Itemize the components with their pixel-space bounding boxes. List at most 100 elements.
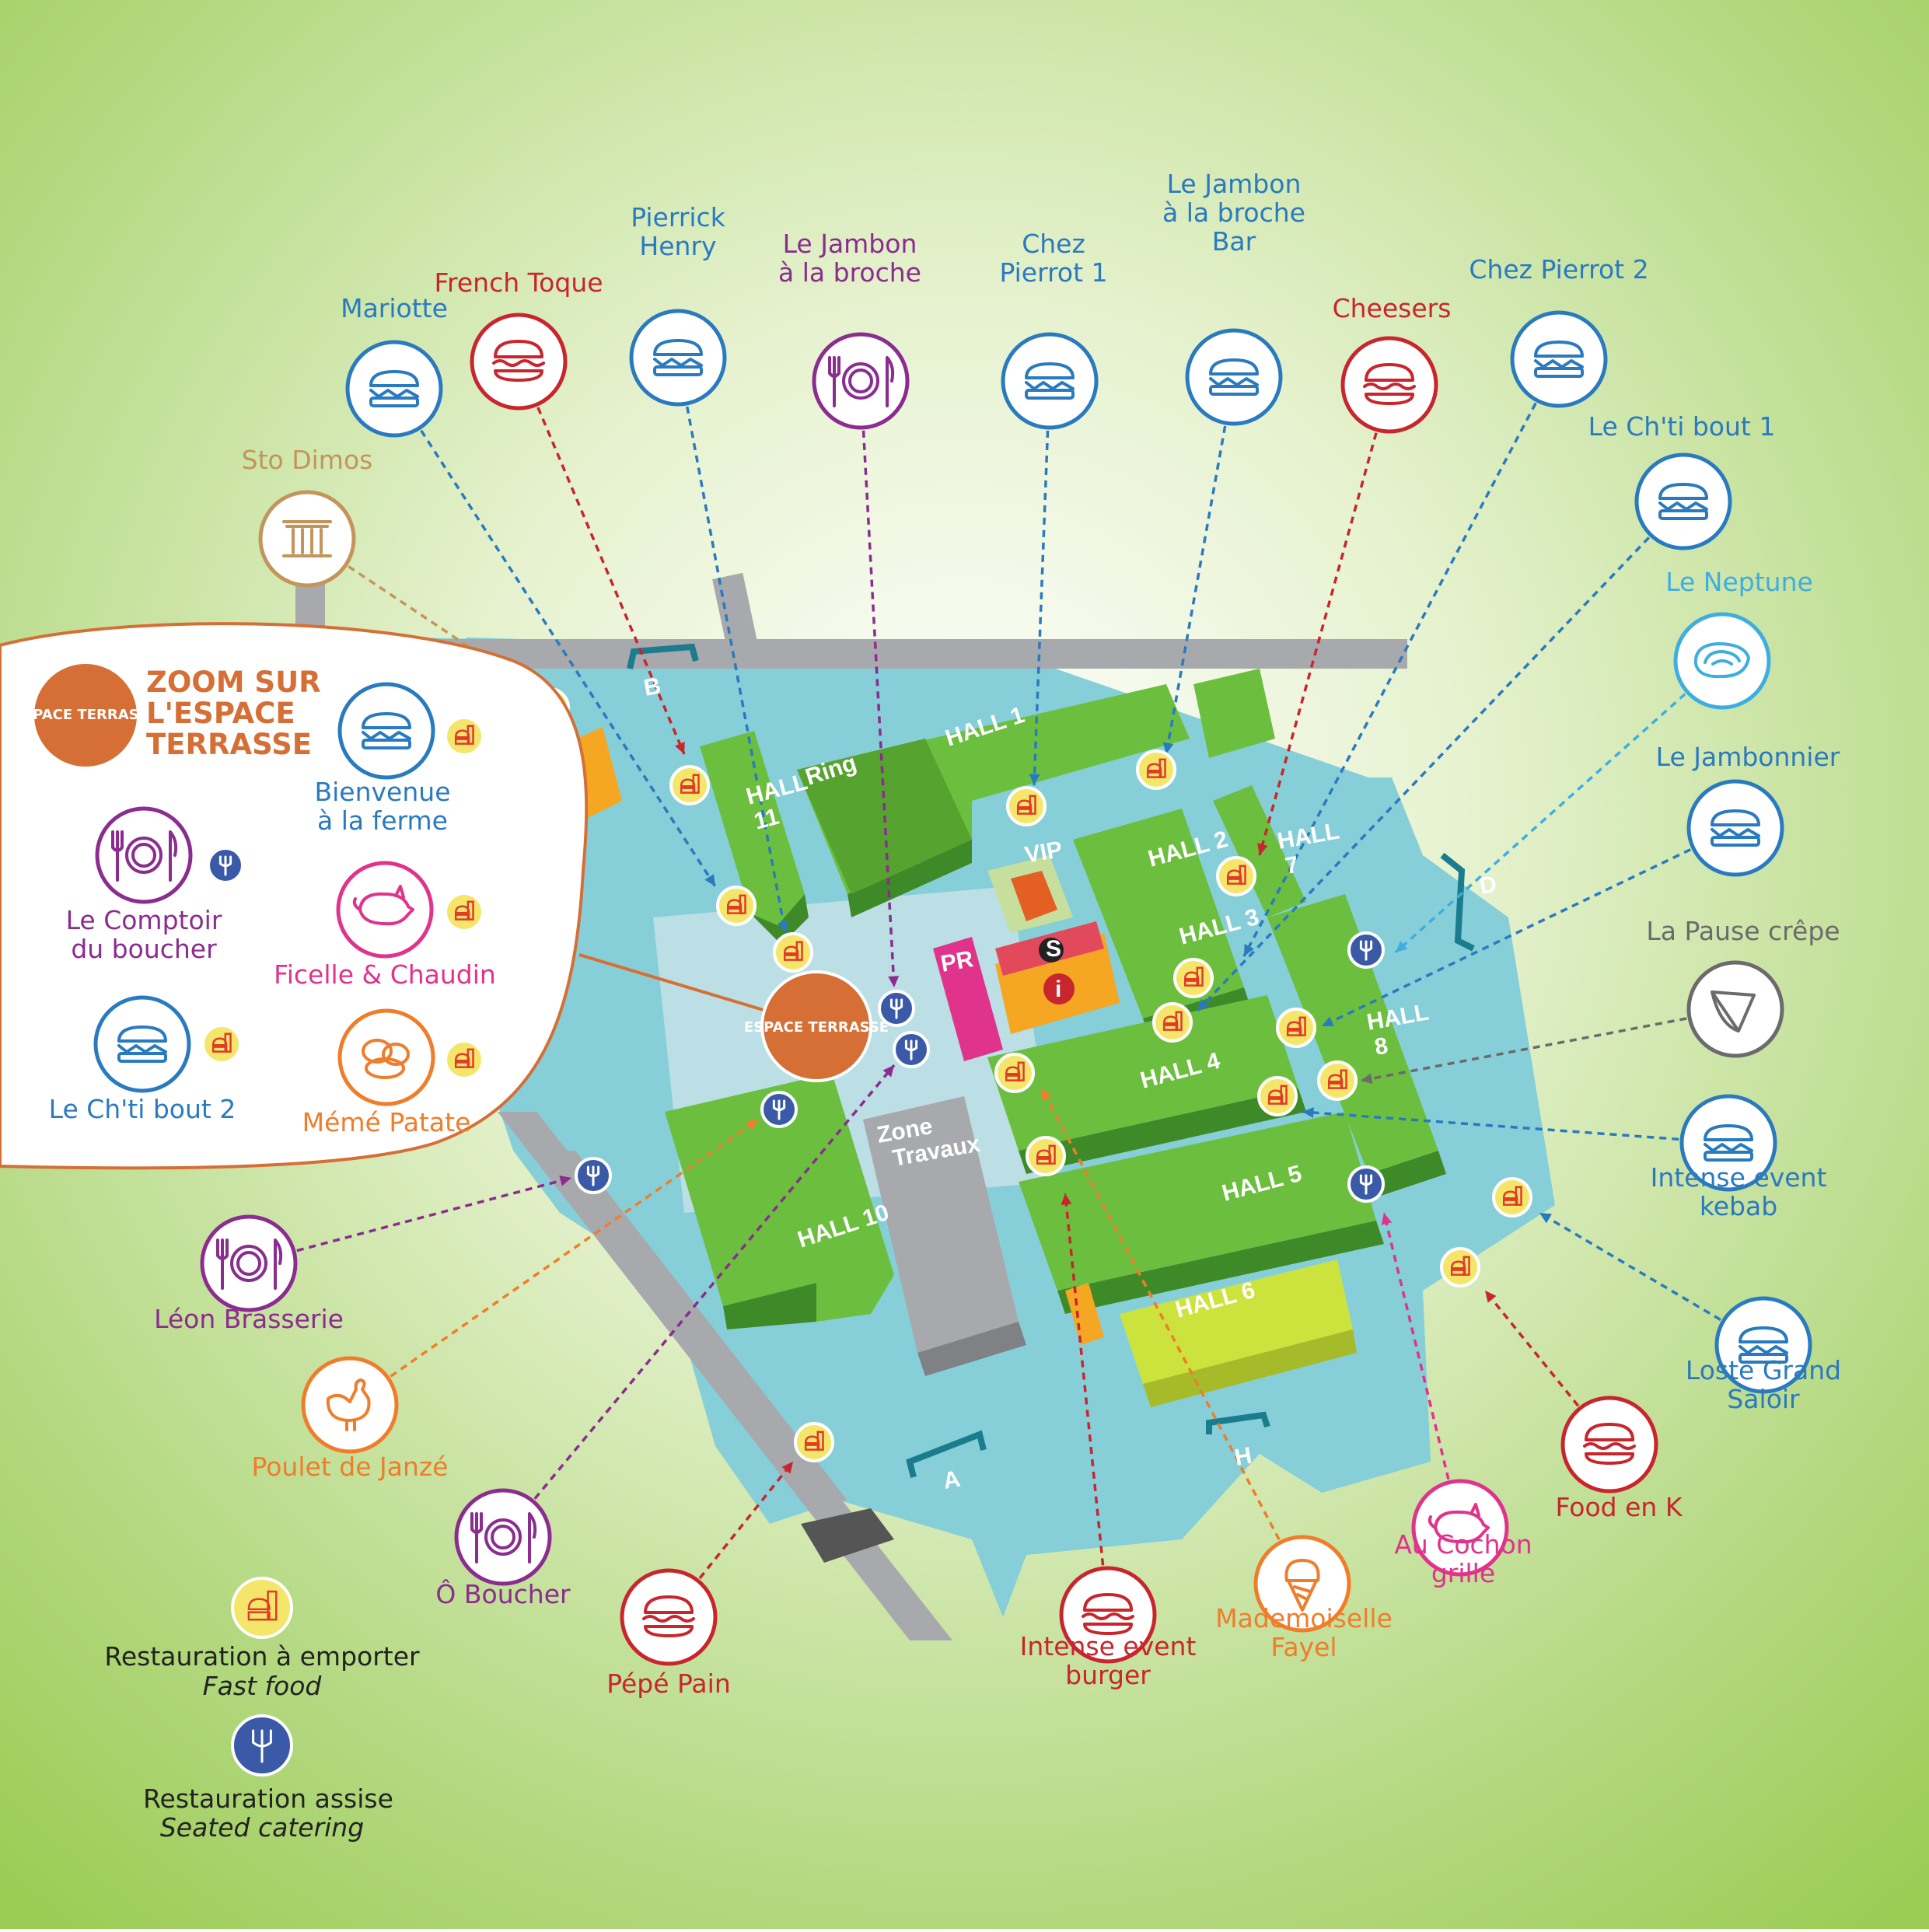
fast-food-badge [231,1577,293,1639]
restaurant-le-neptune[interactable]: Le Neptune [1665,567,1813,710]
restaurant-disc [1001,332,1099,430]
fast-food-badge [1152,1002,1193,1043]
restaurant-name: Pierrick [631,202,726,232]
restaurant-name: Bar [1212,226,1256,257]
restaurant-name: Le Jambon [783,229,917,259]
connector-arrow-intense-event-burger [1061,1193,1072,1206]
connector-arrow-le-jambon-a-la-broche-bar [1162,742,1174,754]
restaurant-le-ch-ti-bout-1[interactable]: Le Ch'ti bout 1 [1588,411,1776,550]
restaurant-disc [345,340,443,438]
road-north [404,639,1407,669]
gate-d-frame [1440,852,1475,952]
restaurant-le-jambonnier[interactable]: Le Jambonnier [1656,742,1840,877]
restaurant-french-toque[interactable]: French Toque [434,267,603,411]
hall-10-side [723,1283,816,1329]
fast-food-badge [1216,856,1256,896]
connector-arrow-au-cochon-grille [1381,1213,1393,1225]
hall-11 [700,731,805,925]
zoom-restaurant-ficelle-chaudin[interactable]: Ficelle & Chaudin [274,861,496,990]
connector-arrow-mademoiselle-fayel [1042,1088,1052,1101]
restaurant-la-pause-crepe[interactable]: La Pause crêpe [1646,916,1840,1058]
restaurant-mariotte[interactable]: Mariotte [341,293,448,438]
plate-icon [216,1239,283,1290]
restaurant-leon-brasserie[interactable]: Léon Brasserie [154,1214,344,1334]
restaurant-name: Cheesers [1333,293,1452,323]
gates [627,643,1475,1478]
restaurant-o-boucher[interactable]: Ô Boucher [435,1488,571,1609]
sandwich-icon [117,1025,167,1063]
restaurant-name: Mademoiselle [1215,1603,1393,1633]
restaurant-disc [1714,1296,1812,1394]
hall-4 [987,995,1298,1151]
seated-badge [231,1714,293,1777]
restaurant-sto-dimos[interactable]: Sto Dimos [242,445,373,588]
connector-intense-event-burger [1064,1193,1105,1566]
restaurant-name: à la broche [778,257,921,288]
restaurant-food-en-k[interactable]: Food en K [1556,1396,1683,1522]
connector-arrow-le-ch-ti-bout-1 [1197,998,1209,1011]
connector-le-jambonnier [1321,848,1692,1028]
connector-arrow-le-neptune [1396,941,1408,952]
connector-le-neptune [1394,693,1686,954]
fast-food-badge [1492,1177,1532,1218]
restaurant-name: du boucher [71,934,217,964]
sandwich-icon [1739,1326,1788,1364]
restaurant-disc [336,861,434,959]
restaurant-disc [629,309,727,407]
restaurant-disc [1686,960,1784,1058]
fast-food-badge [1276,1008,1316,1048]
fast-food-badge [444,1039,484,1080]
restaurant-disc [301,1356,399,1454]
connector-arrow-pierrick-henry [778,921,789,933]
zoom-restaurant-le-ch-ti-bout-2[interactable]: Le Ch'ti bout 2 [49,995,236,1124]
connector-loste-grand-saloir [1539,1211,1721,1321]
restaurant-name: Au Cochon [1394,1529,1532,1560]
restaurant-chez-pierrot-2[interactable]: Chez Pierrot 2 [1469,254,1649,408]
connector-le-ch-ti-bout-1 [1196,536,1651,1012]
restaurant-pepe-pain[interactable]: Pépé Pain [606,1568,731,1699]
restaurant-name: La Pause crêpe [1646,916,1840,946]
sandwich-icon [1534,341,1584,378]
seated-badge [1347,931,1385,969]
fast-food-badge [794,1422,834,1462]
zone-travaux [863,1096,1019,1353]
hall-8 [1267,894,1438,1174]
road-north-spur [712,572,757,648]
restaurant-name: kebab [1700,1191,1777,1221]
restaurant-name: Poulet de Janzé [252,1452,449,1482]
seated-badge [878,990,915,1027]
hall-5-side [1057,1221,1384,1314]
restaurant-cheesers[interactable]: Cheesers [1333,293,1452,434]
gate-h-frame [1206,1411,1270,1434]
restaurant-poulet-de-janze[interactable]: Poulet de Janzé [252,1356,449,1482]
seated-badge [1347,1165,1385,1203]
restaurant-name: Ficelle & Chaudin [274,959,496,990]
restaurant-name: Saloir [1727,1384,1800,1414]
sandwich-icon [1209,358,1259,396]
restaurant-name: Le Comptoir [66,905,222,935]
connector-arrow-cheesers [1257,843,1268,855]
sandwich-icon [362,712,411,749]
legend-text: Restauration assise [143,1784,393,1814]
restaurant-disc [1510,310,1608,408]
connector-arrow-poulet-de-janze [746,1120,758,1130]
restaurant-name: Pépé Pain [606,1668,731,1699]
restaurant-name: Loste Grand [1686,1355,1841,1385]
zoom-restaurant-meme-patate[interactable]: Mémé Patate [302,1008,471,1137]
connector-arrow-la-pause-crepe [1361,1073,1373,1085]
fast-food-badge [773,932,813,973]
